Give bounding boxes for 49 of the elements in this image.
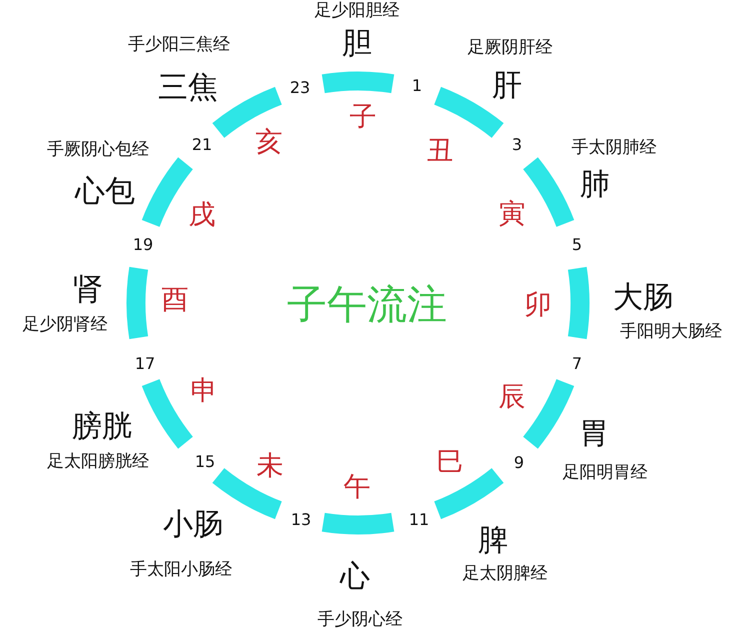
organ-name: 脾 [478,526,508,556]
organ-name: 胆 [342,29,372,59]
branch-character: 子 [350,104,376,130]
hour-number: 21 [192,137,212,153]
meridian-name: 手厥阴心包经 [47,142,149,158]
meridian-name: 足太阳膀胱经 [47,454,149,470]
branch-character: 酉 [162,286,188,314]
hour-number: 11 [408,512,430,528]
hour-number: 19 [132,237,154,253]
organ-name: 肺 [580,170,610,200]
meridian-name: 足少阴肾经 [22,316,108,334]
branch-character: 巳 [436,448,464,476]
meridian-name: 手少阳三焦经 [128,36,230,54]
meridian-name: 手少阴心经 [318,612,402,628]
meridian-name: 足阳明胃经 [562,464,648,482]
branch-character: 卯 [524,292,552,318]
meridian-name: 手太阴肺经 [572,140,656,156]
hour-number: 1 [412,78,422,94]
hour-number: 3 [512,137,522,153]
hour-number: 15 [194,454,216,470]
organ-name: 心 [340,562,370,592]
organ-name: 心包 [75,177,135,207]
title: 子午流注 [287,285,447,325]
branch-character: 午 [344,474,370,500]
organ-name: 肝 [492,71,522,101]
meridian-name: 手阳明大肠经 [620,324,722,340]
meridian-name: 手太阳小肠经 [130,562,232,578]
organ-name: 肾 [73,275,103,305]
branch-character: 申 [190,378,218,404]
branch-character: 戌 [188,202,216,228]
hour-number: 23 [290,80,310,96]
organ-name: 膀胱 [72,412,132,442]
organ-name: 大肠 [613,283,673,313]
branch-character: 未 [256,452,284,480]
hour-number: 5 [572,237,582,253]
organ-name: 胃 [579,419,609,449]
hour-number: 17 [134,356,156,372]
branch-character: 亥 [256,128,282,156]
organ-name: 三焦 [158,73,218,103]
meridian-name: 足太阴脾经 [462,566,548,582]
branch-character: 寅 [498,200,526,228]
hour-number: 9 [514,455,524,471]
meridian-name: 足少阳胆经 [314,2,400,20]
meridian-name: 足厥阴肝经 [468,40,552,56]
hour-number: 13 [290,512,312,528]
organ-name: 小肠 [163,510,223,540]
branch-character: 辰 [498,384,526,410]
branch-character: 丑 [426,138,454,164]
hour-number: 7 [572,356,582,372]
